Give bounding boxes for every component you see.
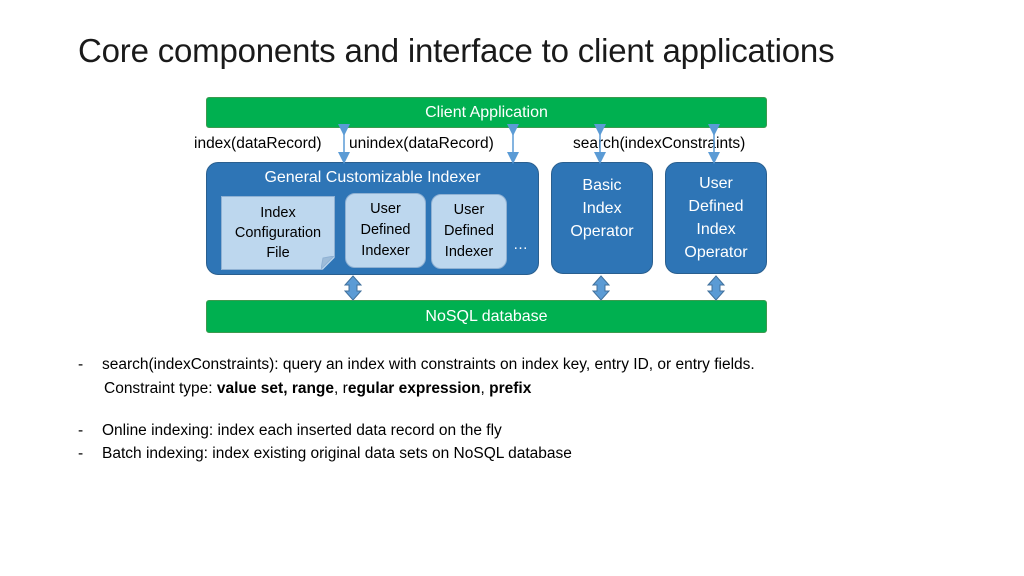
constraint-regex: egular expression: [347, 380, 481, 397]
online-indexing-text: Online indexing: index each inserted dat…: [102, 422, 502, 439]
udio-line-4: Operator: [684, 244, 748, 261]
constraint-regex-r: r: [342, 380, 348, 397]
nosql-database-bar: NoSQL database: [206, 300, 767, 333]
udi1-line-3: Indexer: [361, 243, 410, 259]
client-application-bar: Client Application: [206, 97, 767, 128]
udi2-line-3: Indexer: [444, 244, 494, 260]
bullet-batch-indexing: - Batch indexing: index existing original…: [78, 442, 572, 465]
bullet-search: - search(indexConstraints): query an inde…: [78, 353, 755, 376]
constraint-prefix: prefix: [489, 380, 532, 397]
bio-line-1: Basic: [582, 176, 622, 194]
udio-line-2: Defined: [688, 198, 744, 215]
udi2-line-1: User: [453, 202, 485, 218]
config-file-line-2: Configuration: [234, 225, 322, 241]
user-op-db-arrow-icon: [706, 275, 726, 301]
constraint-sep-2: ,: [480, 380, 490, 397]
index-config-file: Index Configuration File: [221, 196, 335, 270]
slide-title: Core components and interface to client …: [78, 32, 835, 69]
index-call-label: index(dataRecord): [194, 135, 322, 152]
unindex-call-label: unindex(dataRecord): [349, 135, 494, 152]
bullet-dash: -: [78, 445, 84, 462]
config-file-line-1: Index: [260, 205, 296, 221]
user-defined-indexer-1: User Defined Indexer: [345, 193, 426, 268]
bio-line-3: Operator: [570, 222, 634, 240]
search-call-label: search(indexConstraints): [573, 135, 746, 152]
bullet-dash: -: [78, 356, 84, 373]
batch-indexing-text: Batch indexing: index existing original …: [102, 445, 572, 462]
constraint-type-line: Constraint type: value set, range, regul…: [104, 377, 531, 400]
constraint-value-set-range: value set, range: [216, 380, 335, 397]
udio-line-1: User: [699, 175, 733, 192]
constraint-sep-1: ,: [334, 380, 343, 397]
basic-index-operator: Basic Index Operator: [551, 162, 653, 274]
client-application-label: Client Application: [425, 103, 548, 121]
bio-line-2: Index: [582, 199, 622, 217]
udi1-line-2: Defined: [360, 222, 411, 238]
udi2-line-2: Defined: [444, 223, 494, 239]
basic-db-arrow-icon: [591, 275, 611, 301]
bullet-online-indexing: - Online indexing: index each inserted da…: [78, 419, 502, 442]
bullet-dash: -: [78, 422, 84, 439]
user-defined-indexer-2: User Defined Indexer: [431, 194, 507, 269]
more-indexers-ellipsis: …: [513, 236, 528, 253]
folded-corner-icon: [321, 256, 335, 270]
udi1-line-1: User: [370, 201, 401, 217]
indexer-db-arrow-icon: [343, 275, 363, 301]
nosql-database-label: NoSQL database: [425, 307, 548, 325]
user-defined-index-operator: User Defined Index Operator: [665, 162, 767, 274]
config-file-line-3: File: [266, 245, 290, 261]
udio-line-3: Index: [696, 221, 736, 238]
general-indexer-title: General Customizable Indexer: [264, 169, 481, 186]
constraint-type-prefix: Constraint type:: [104, 380, 217, 397]
search-description: search(indexConstraints): query an index…: [102, 356, 755, 373]
